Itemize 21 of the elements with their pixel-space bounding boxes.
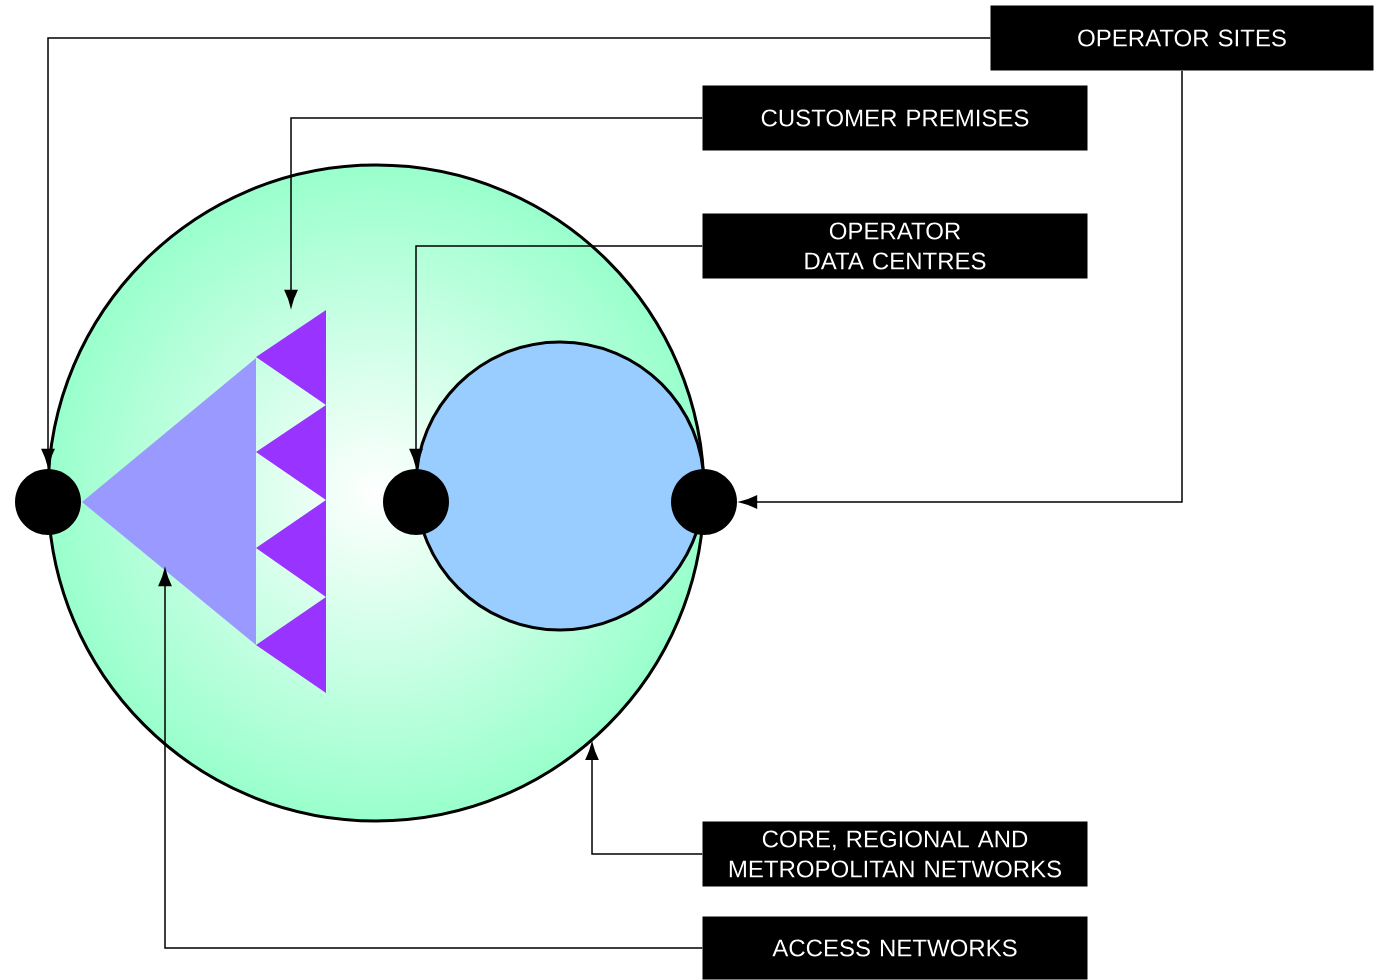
- triangle: [82, 358, 256, 645]
- arrow: [739, 69, 1183, 509]
- arrow: [284, 117, 704, 308]
- inner-circle: [414, 340, 706, 632]
- label-box: CUSTOMER PREMISES: [702, 85, 1088, 151]
- triangle: [256, 500, 326, 597]
- label-box: CORE, REGIONAL AND METROPOLITAN NETWORKS: [702, 821, 1088, 887]
- junction-dot: [671, 469, 737, 535]
- label-box: OPERATOR SITES: [990, 5, 1374, 71]
- junction-dot: [383, 469, 449, 535]
- triangle: [256, 597, 326, 693]
- triangle: [256, 310, 326, 405]
- arrow: [585, 742, 704, 855]
- arrow: [158, 568, 704, 949]
- outer-circle: [46, 163, 706, 823]
- arrow: [409, 245, 704, 467]
- label-box: ACCESS NETWORKS: [702, 916, 1088, 980]
- label-box: OPERATOR DATA CENTRES: [702, 213, 1088, 279]
- arrow: [41, 37, 992, 467]
- triangle: [256, 405, 326, 500]
- junction-dot: [15, 469, 81, 535]
